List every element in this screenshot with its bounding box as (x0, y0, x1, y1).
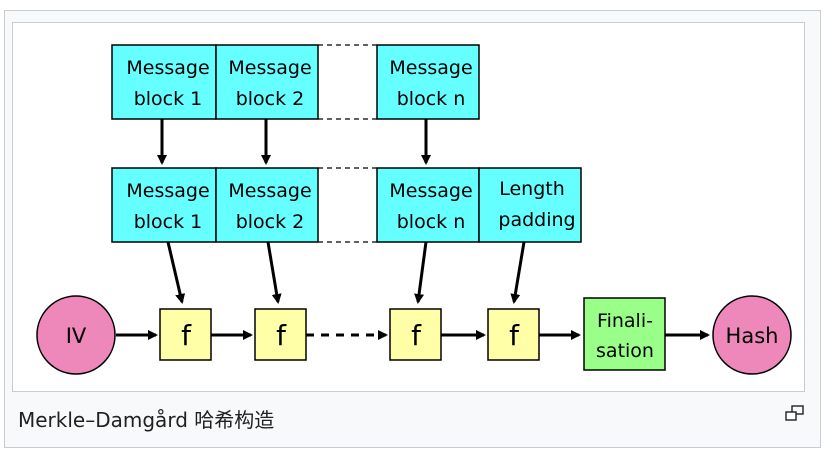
arrow-padding-to-f4 (510, 241, 526, 304)
length-padding-block: Length padding (478, 167, 582, 243)
svg-text:Finali-: Finali- (597, 310, 653, 332)
svg-text:f: f (276, 319, 287, 352)
svg-text:block n: block n (397, 88, 466, 110)
iv-node: IV (36, 295, 116, 375)
svg-text:f: f (509, 319, 520, 352)
hash-node: Hash (712, 295, 792, 375)
svg-text:Message: Message (126, 180, 209, 202)
enlarge-icon[interactable] (784, 404, 806, 422)
svg-text:block 2: block 2 (236, 88, 305, 110)
svg-text:f: f (411, 319, 422, 352)
finalisation-block: Finali- sation (583, 297, 666, 371)
svg-text:IV: IV (66, 324, 87, 348)
svg-text:Message: Message (228, 57, 311, 79)
top-message-block-1: Message block 1 (111, 44, 217, 120)
svg-text:Length: Length (499, 178, 565, 200)
svg-text:Message: Message (228, 180, 311, 202)
svg-text:f: f (181, 319, 192, 352)
arrow-block1-to-f1 (166, 241, 186, 304)
f-box-4: f (487, 308, 540, 361)
arrow-blockn-to-f3 (414, 241, 428, 304)
svg-text:block 1: block 1 (134, 211, 203, 233)
svg-text:sation: sation (596, 340, 654, 362)
arrow-block2-to-f2 (266, 241, 282, 304)
svg-text:block 2: block 2 (236, 211, 305, 233)
figure-caption: Merkle–Damgård 哈希构造 (18, 408, 275, 432)
top-message-block-n: Message block n (376, 44, 480, 120)
svg-text:Message: Message (389, 57, 472, 79)
mid-message-block-1: Message block 1 (111, 167, 217, 243)
svg-text:Hash: Hash (726, 324, 779, 348)
svg-text:Message: Message (389, 180, 472, 202)
f-box-3: f (389, 308, 442, 361)
svg-text:Message: Message (126, 57, 209, 79)
svg-text:padding: padding (498, 209, 575, 231)
mid-message-block-2: Message block 2 (215, 167, 319, 243)
f-box-1: f (159, 308, 212, 361)
mid-message-block-n: Message block n (376, 167, 480, 243)
f-box-2: f (254, 308, 307, 361)
svg-text:block 1: block 1 (134, 88, 203, 110)
top-message-block-2: Message block 2 (215, 44, 319, 120)
svg-text:block n: block n (397, 211, 466, 233)
